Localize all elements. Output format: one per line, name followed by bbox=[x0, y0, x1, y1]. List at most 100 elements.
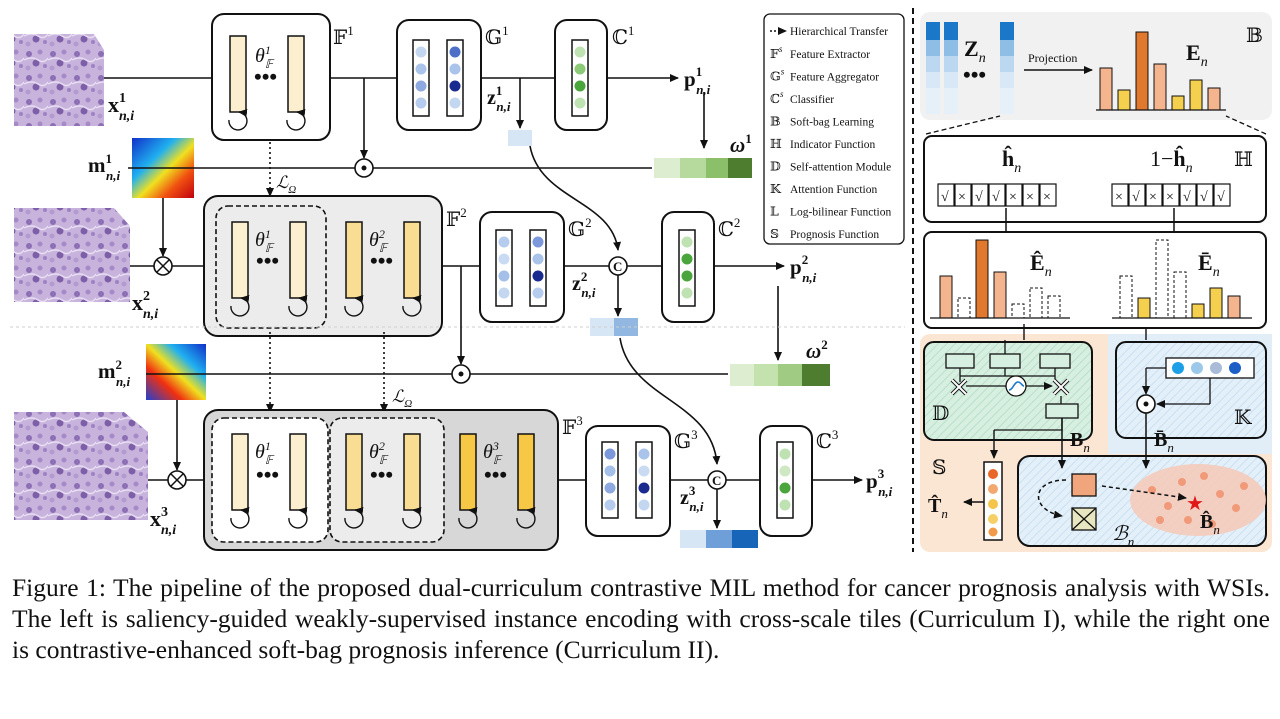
B-block-label: 𝔹 bbox=[1246, 25, 1263, 47]
indicator-symbol: √ bbox=[992, 190, 1000, 205]
figure-caption: Figure 1: The pipeline of the proposed d… bbox=[12, 573, 1270, 664]
aggregator-label-3: 𝔾3 bbox=[674, 427, 698, 453]
saliency-map-2 bbox=[146, 344, 206, 400]
cluster-points bbox=[1148, 472, 1248, 528]
E-bar-label: Ēn bbox=[1198, 250, 1220, 280]
tissue-image-3 bbox=[14, 412, 148, 520]
svg-text:C: C bbox=[712, 473, 721, 488]
indicator-cell bbox=[1128, 183, 1146, 207]
multiply-icon bbox=[950, 378, 968, 396]
svg-text:•••: ••• bbox=[484, 462, 507, 487]
svg-text:•••: ••• bbox=[254, 64, 277, 89]
loss-label-2: ℒΩ bbox=[392, 387, 412, 410]
svg-text:•••: ••• bbox=[370, 462, 393, 487]
svg-text:θ1𝔽: θ1𝔽 bbox=[255, 227, 275, 255]
indicator-symbol: √ bbox=[1132, 190, 1140, 205]
aggregator-block-2 bbox=[479, 211, 565, 323]
indicator-cell bbox=[1005, 183, 1023, 207]
indicator-cell bbox=[1196, 183, 1214, 207]
B-label: Bn bbox=[1070, 429, 1090, 455]
svg-text:•••: ••• bbox=[256, 248, 279, 273]
indicator-symbol: × bbox=[1009, 190, 1017, 205]
aggregator-label-1: 𝔾1 bbox=[485, 23, 509, 49]
indicator-cell bbox=[1111, 183, 1129, 207]
z-vector-3 bbox=[680, 530, 758, 548]
classifier-label-2: ℂ2 bbox=[718, 215, 740, 241]
indicator-cell bbox=[954, 183, 972, 207]
svg-text:θ3𝔽: θ3𝔽 bbox=[483, 439, 503, 467]
multiply-icon bbox=[1052, 378, 1070, 396]
indicator-symbol: × bbox=[1166, 190, 1174, 205]
loss-label-1: ℒΩ bbox=[276, 173, 296, 196]
svg-text:•••: ••• bbox=[370, 248, 393, 273]
D-block-label: 𝔻 bbox=[932, 403, 949, 425]
svg-text:•••: ••• bbox=[963, 62, 986, 87]
indicator-cell bbox=[971, 183, 989, 207]
B-hat-label: B̂n bbox=[1200, 509, 1220, 537]
z-vector-2 bbox=[590, 318, 638, 336]
indicator-symbol: × bbox=[1026, 190, 1034, 205]
svg-text:θ1𝔽: θ1𝔽 bbox=[255, 439, 275, 467]
positive-bag bbox=[1071, 473, 1097, 497]
K-block-label: 𝕂 bbox=[1234, 407, 1252, 429]
E-bars bbox=[1096, 31, 1226, 111]
weight-vector-2 bbox=[730, 364, 830, 386]
one-minus-h-label: 1−ĥn bbox=[1150, 146, 1193, 176]
indicator-panel bbox=[923, 135, 1267, 223]
indicator-symbol: × bbox=[1115, 190, 1123, 205]
omega-label-1: ω1 bbox=[730, 131, 752, 157]
svg-text:C: C bbox=[613, 259, 622, 274]
extractor-label-2: 𝔽2 bbox=[446, 205, 467, 231]
instance-vectors: ••• bbox=[926, 22, 1014, 114]
legend-item: Hierarchical Transfer bbox=[790, 26, 888, 38]
indicator-symbol: × bbox=[1149, 190, 1157, 205]
indicator-cell bbox=[988, 183, 1006, 207]
negative-cluster bbox=[1130, 464, 1266, 536]
star-icon: ★ bbox=[1186, 493, 1204, 515]
indicator-cell bbox=[1162, 183, 1180, 207]
indicator-symbol: √ bbox=[941, 190, 949, 205]
E-hat-bars bbox=[930, 239, 1070, 319]
tissue-image-1 bbox=[14, 34, 104, 126]
svg-text:•••: ••• bbox=[256, 462, 279, 487]
E-hat-label: Ên bbox=[1030, 250, 1052, 280]
E-bar-bars bbox=[1112, 239, 1252, 319]
weight-vector-1 bbox=[654, 158, 752, 178]
extractor-label-1: 𝔽1 bbox=[333, 23, 354, 49]
aggregator-dots-1 bbox=[415, 46, 461, 109]
indicator-cell bbox=[1022, 183, 1040, 207]
T-hat-label: T̂n bbox=[928, 493, 948, 521]
split-bags-panel bbox=[923, 231, 1267, 329]
indicator-cell bbox=[1039, 183, 1057, 207]
indicator-symbol: √ bbox=[975, 190, 983, 205]
E-label: En bbox=[1186, 40, 1208, 70]
omega-label-2: ω2 bbox=[806, 337, 828, 363]
Z-label: Zn bbox=[964, 36, 986, 66]
indicator-symbol: √ bbox=[1217, 190, 1225, 205]
indicator-symbol: √ bbox=[1183, 190, 1191, 205]
indicator-symbol: × bbox=[1043, 190, 1051, 205]
svg-text:θ2𝔽: θ2𝔽 bbox=[369, 439, 389, 467]
B-bar-label: B̄n bbox=[1154, 429, 1174, 455]
H-block-label: ℍ bbox=[1234, 149, 1253, 171]
